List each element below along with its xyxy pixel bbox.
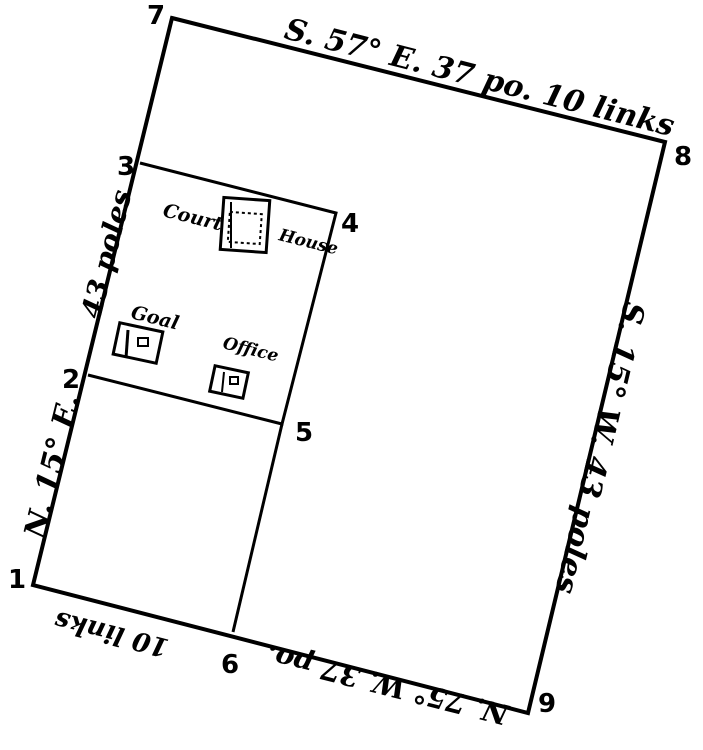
corner-2: 2 <box>62 365 80 395</box>
court-label: Court <box>161 200 225 236</box>
corner-4: 4 <box>341 209 359 239</box>
bearing-bottom-links: 10 links <box>51 605 172 663</box>
bearing-top: S. 57° E. 37 po. 10 links <box>281 12 678 144</box>
corner-7: 7 <box>147 1 165 31</box>
corner-9: 9 <box>538 689 556 719</box>
corner-3: 3 <box>117 152 135 182</box>
public-square-boundary <box>87 161 338 426</box>
corner-8: 8 <box>674 142 692 172</box>
corner-1: 1 <box>8 565 26 595</box>
corner-6: 6 <box>221 650 239 680</box>
goal-building <box>111 320 165 366</box>
bearing-bottom: N. 75° W. 37 po. <box>262 638 512 731</box>
office-building <box>207 363 251 401</box>
bearing-left-lower: N. 15° E. <box>18 391 88 543</box>
court-house-building <box>218 195 272 255</box>
division-line-5-6 <box>231 423 284 633</box>
office-label: Office <box>221 333 281 366</box>
corner-5: 5 <box>295 418 313 448</box>
outer-lot-boundary <box>30 15 668 716</box>
bearing-right: S. 15° W. 43 poles <box>547 298 651 597</box>
bearing-left-upper: 43 poles <box>75 186 139 321</box>
